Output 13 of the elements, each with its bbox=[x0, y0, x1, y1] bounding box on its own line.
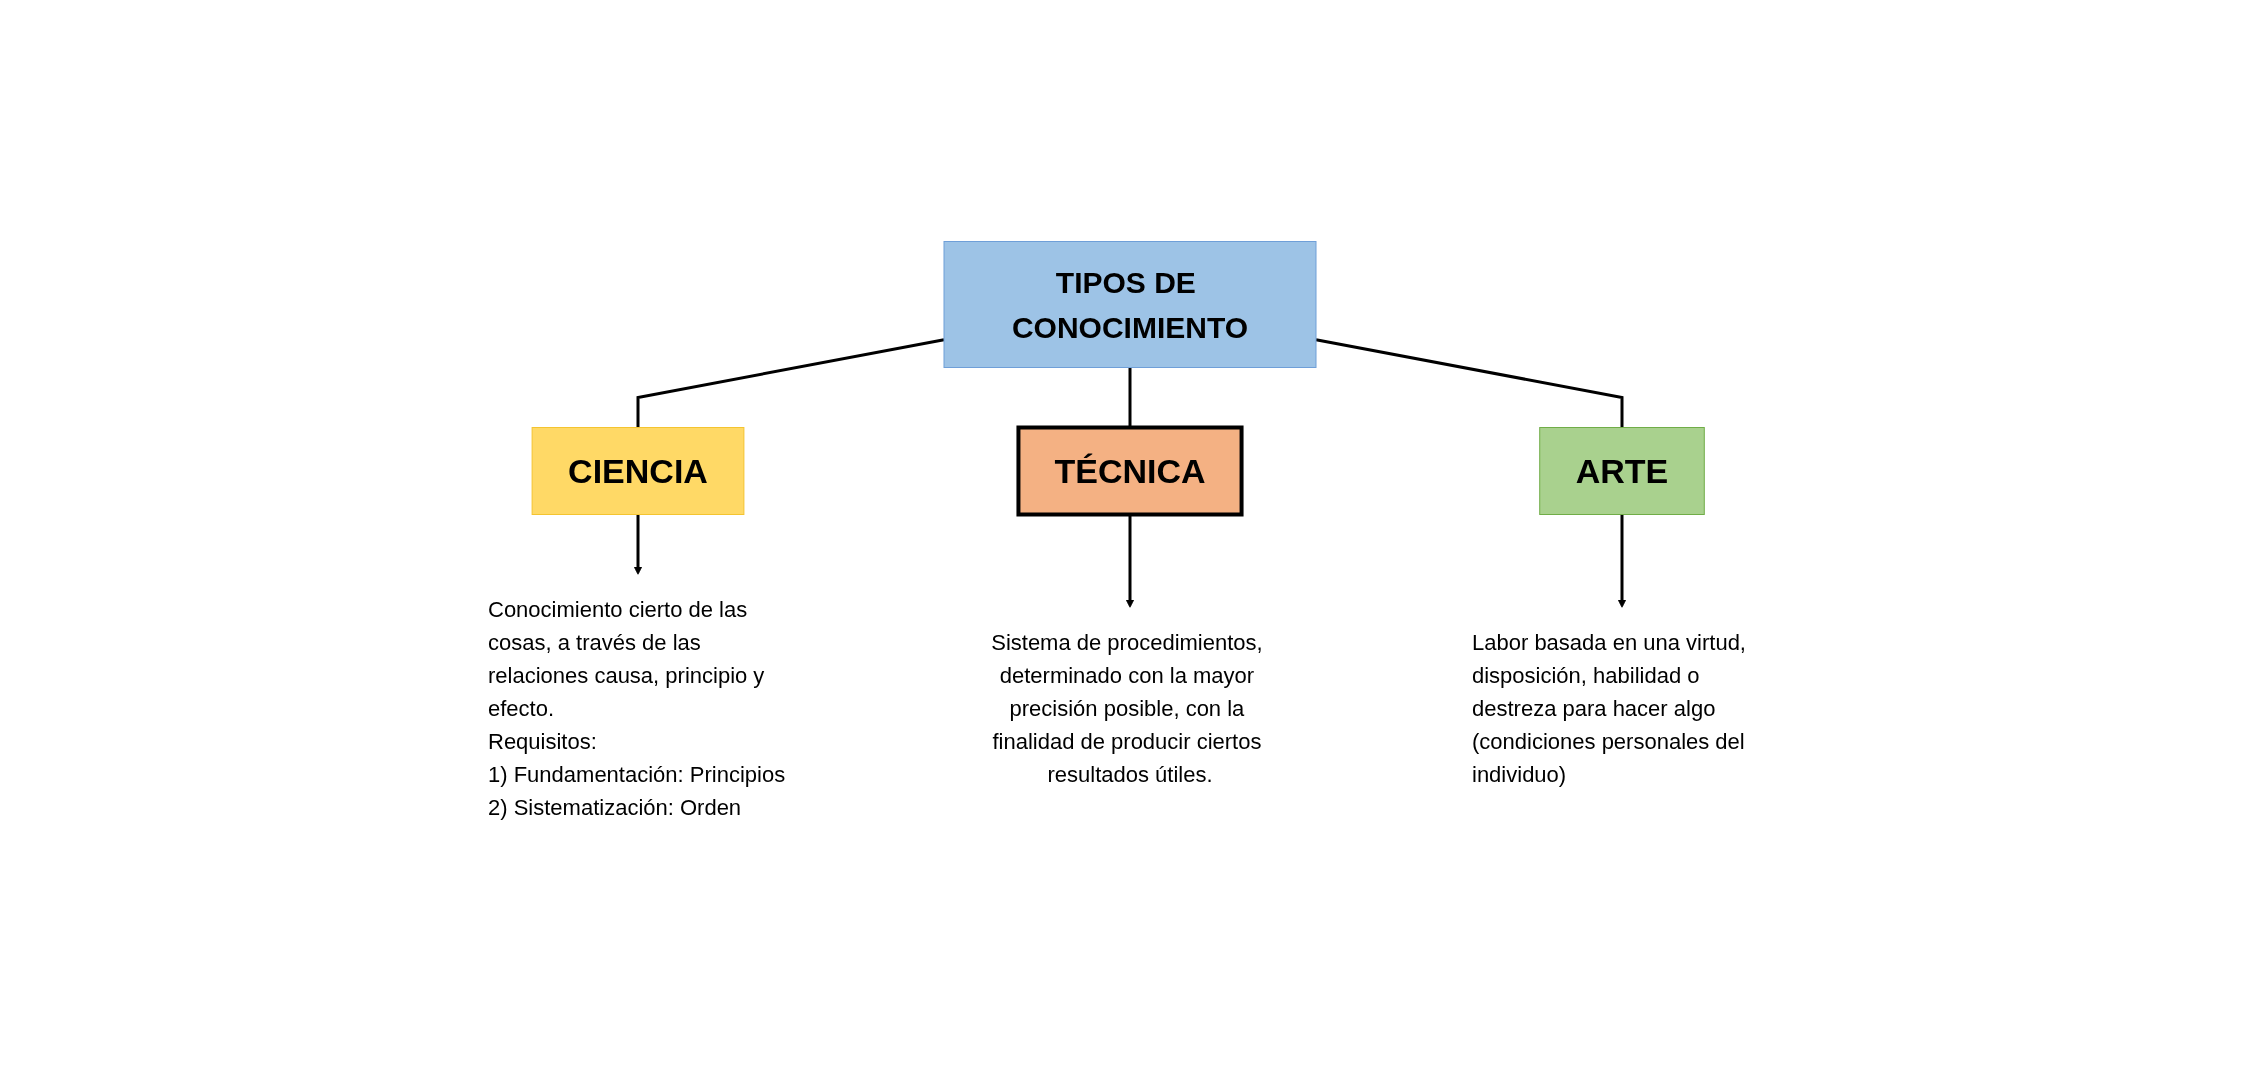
node-box: CIENCIA bbox=[531, 427, 744, 515]
connector bbox=[1128, 367, 1131, 428]
node-text: Conocimiento cierto de las cosas, a través de las relaciones causa, principio y efecto. Requisitos: 1) Fundamentación: Principios 2) Sistematización: Orden bbox=[487, 596, 785, 820]
node-box: TÉCNICA bbox=[1015, 425, 1244, 517]
node-box: TIPOS DE CONOCIMIENTO bbox=[943, 241, 1316, 368]
node-box: ARTE bbox=[1538, 427, 1705, 515]
connector bbox=[636, 338, 944, 428]
arrow bbox=[1125, 514, 1134, 608]
connector bbox=[1315, 338, 1623, 428]
node-text: Sistema de procedimientos, determinado con la mayor precisión posible, con la finalidad de producir ciertos resultados útiles. bbox=[990, 629, 1263, 787]
arrow bbox=[1617, 514, 1626, 608]
node-text: Labor basada en una virtud, disposición, habilidad o destreza para hacer algo (condiciones personales del individuo) bbox=[1471, 629, 1746, 787]
arrow bbox=[633, 514, 642, 575]
